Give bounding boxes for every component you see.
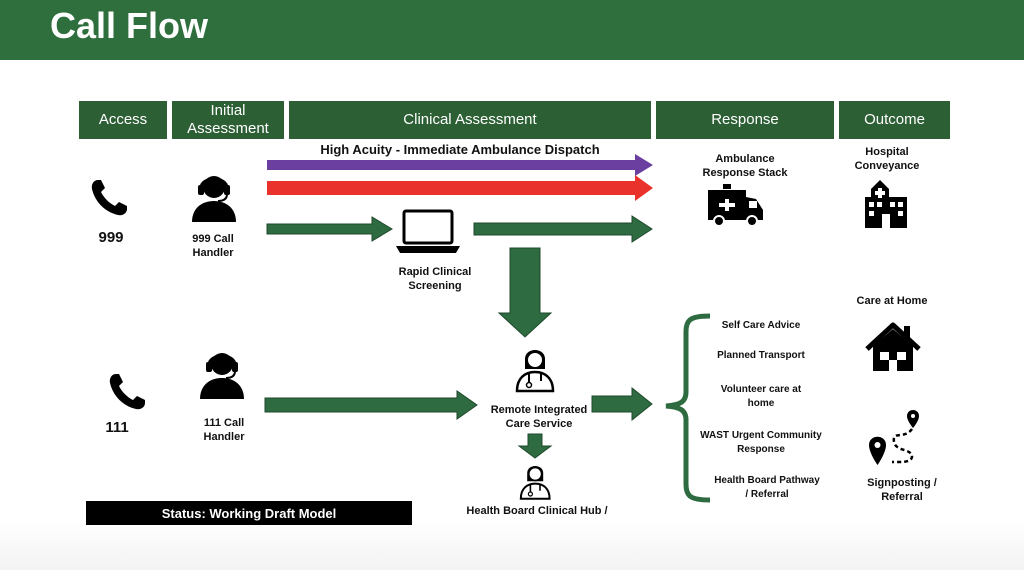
hospital-icon bbox=[865, 180, 907, 228]
column-header-initial-assessment: Initial Assessment bbox=[172, 101, 284, 139]
column-header-outcome: Outcome bbox=[839, 101, 950, 139]
outcome-signposting-label: Signposting / Referral bbox=[867, 477, 937, 503]
column-header-access: Access bbox=[79, 101, 167, 139]
call-handler-icon-111 bbox=[198, 351, 246, 401]
rapid-screening-label: Rapid Clinical Screening bbox=[398, 266, 472, 292]
option-health-board-pathway: Health Board Pathway / Referral bbox=[714, 475, 820, 500]
call-handler-icon-999 bbox=[190, 174, 238, 224]
arrow-111-to-remote bbox=[264, 390, 478, 420]
handler-999-label: 999 Call Handler bbox=[192, 233, 234, 259]
clinician-icon-hub bbox=[519, 464, 551, 500]
handler-111-label: 111 Call Handler bbox=[203, 417, 245, 443]
option-volunteer-care: Volunteer care at home bbox=[720, 384, 802, 409]
laptop-icon bbox=[396, 209, 460, 253]
option-self-care: Self Care Advice bbox=[721, 320, 801, 331]
status-badge: Status: Working Draft Model bbox=[86, 501, 412, 525]
arrow-remote-to-hub bbox=[517, 433, 553, 459]
arrow-remote-to-options bbox=[591, 386, 653, 422]
page-title: Call Flow bbox=[50, 5, 209, 46]
red-dispatch-arrow bbox=[267, 175, 653, 201]
phone-icon-999 bbox=[91, 180, 127, 216]
title-bar: Call Flow bbox=[0, 0, 1024, 60]
house-icon bbox=[865, 322, 921, 371]
arrow-screening-to-remote bbox=[497, 247, 553, 338]
clinician-icon-remote bbox=[515, 348, 555, 393]
ambulance-icon bbox=[708, 184, 763, 227]
outcome-hospital-label: Hospital Conveyance bbox=[854, 146, 920, 172]
high-acuity-label: High Acuity - Immediate Ambulance Dispat… bbox=[320, 142, 600, 157]
column-header-clinical-assessment: Clinical Assessment bbox=[289, 101, 651, 139]
ambulance-stack-label: Ambulance Response Stack bbox=[702, 153, 788, 179]
access-111-label: 111 bbox=[105, 419, 129, 436]
outcome-home-label: Care at Home bbox=[856, 295, 928, 307]
options-brace bbox=[665, 313, 711, 503]
access-999-label: 999 bbox=[98, 229, 124, 246]
option-wast-urgent: WAST Urgent Community Response bbox=[700, 430, 822, 455]
bottom-fade bbox=[0, 520, 1024, 570]
arrow-screening-to-response bbox=[473, 215, 653, 243]
phone-icon-111 bbox=[109, 374, 145, 410]
purple-dispatch-arrow bbox=[267, 154, 653, 176]
column-header-response: Response bbox=[656, 101, 834, 139]
remote-care-label: Remote Integrated Care Service bbox=[490, 404, 588, 430]
route-pin-icon bbox=[869, 410, 919, 465]
option-planned-transport: Planned Transport bbox=[717, 350, 805, 361]
arrow-handler-to-screening bbox=[266, 216, 393, 242]
